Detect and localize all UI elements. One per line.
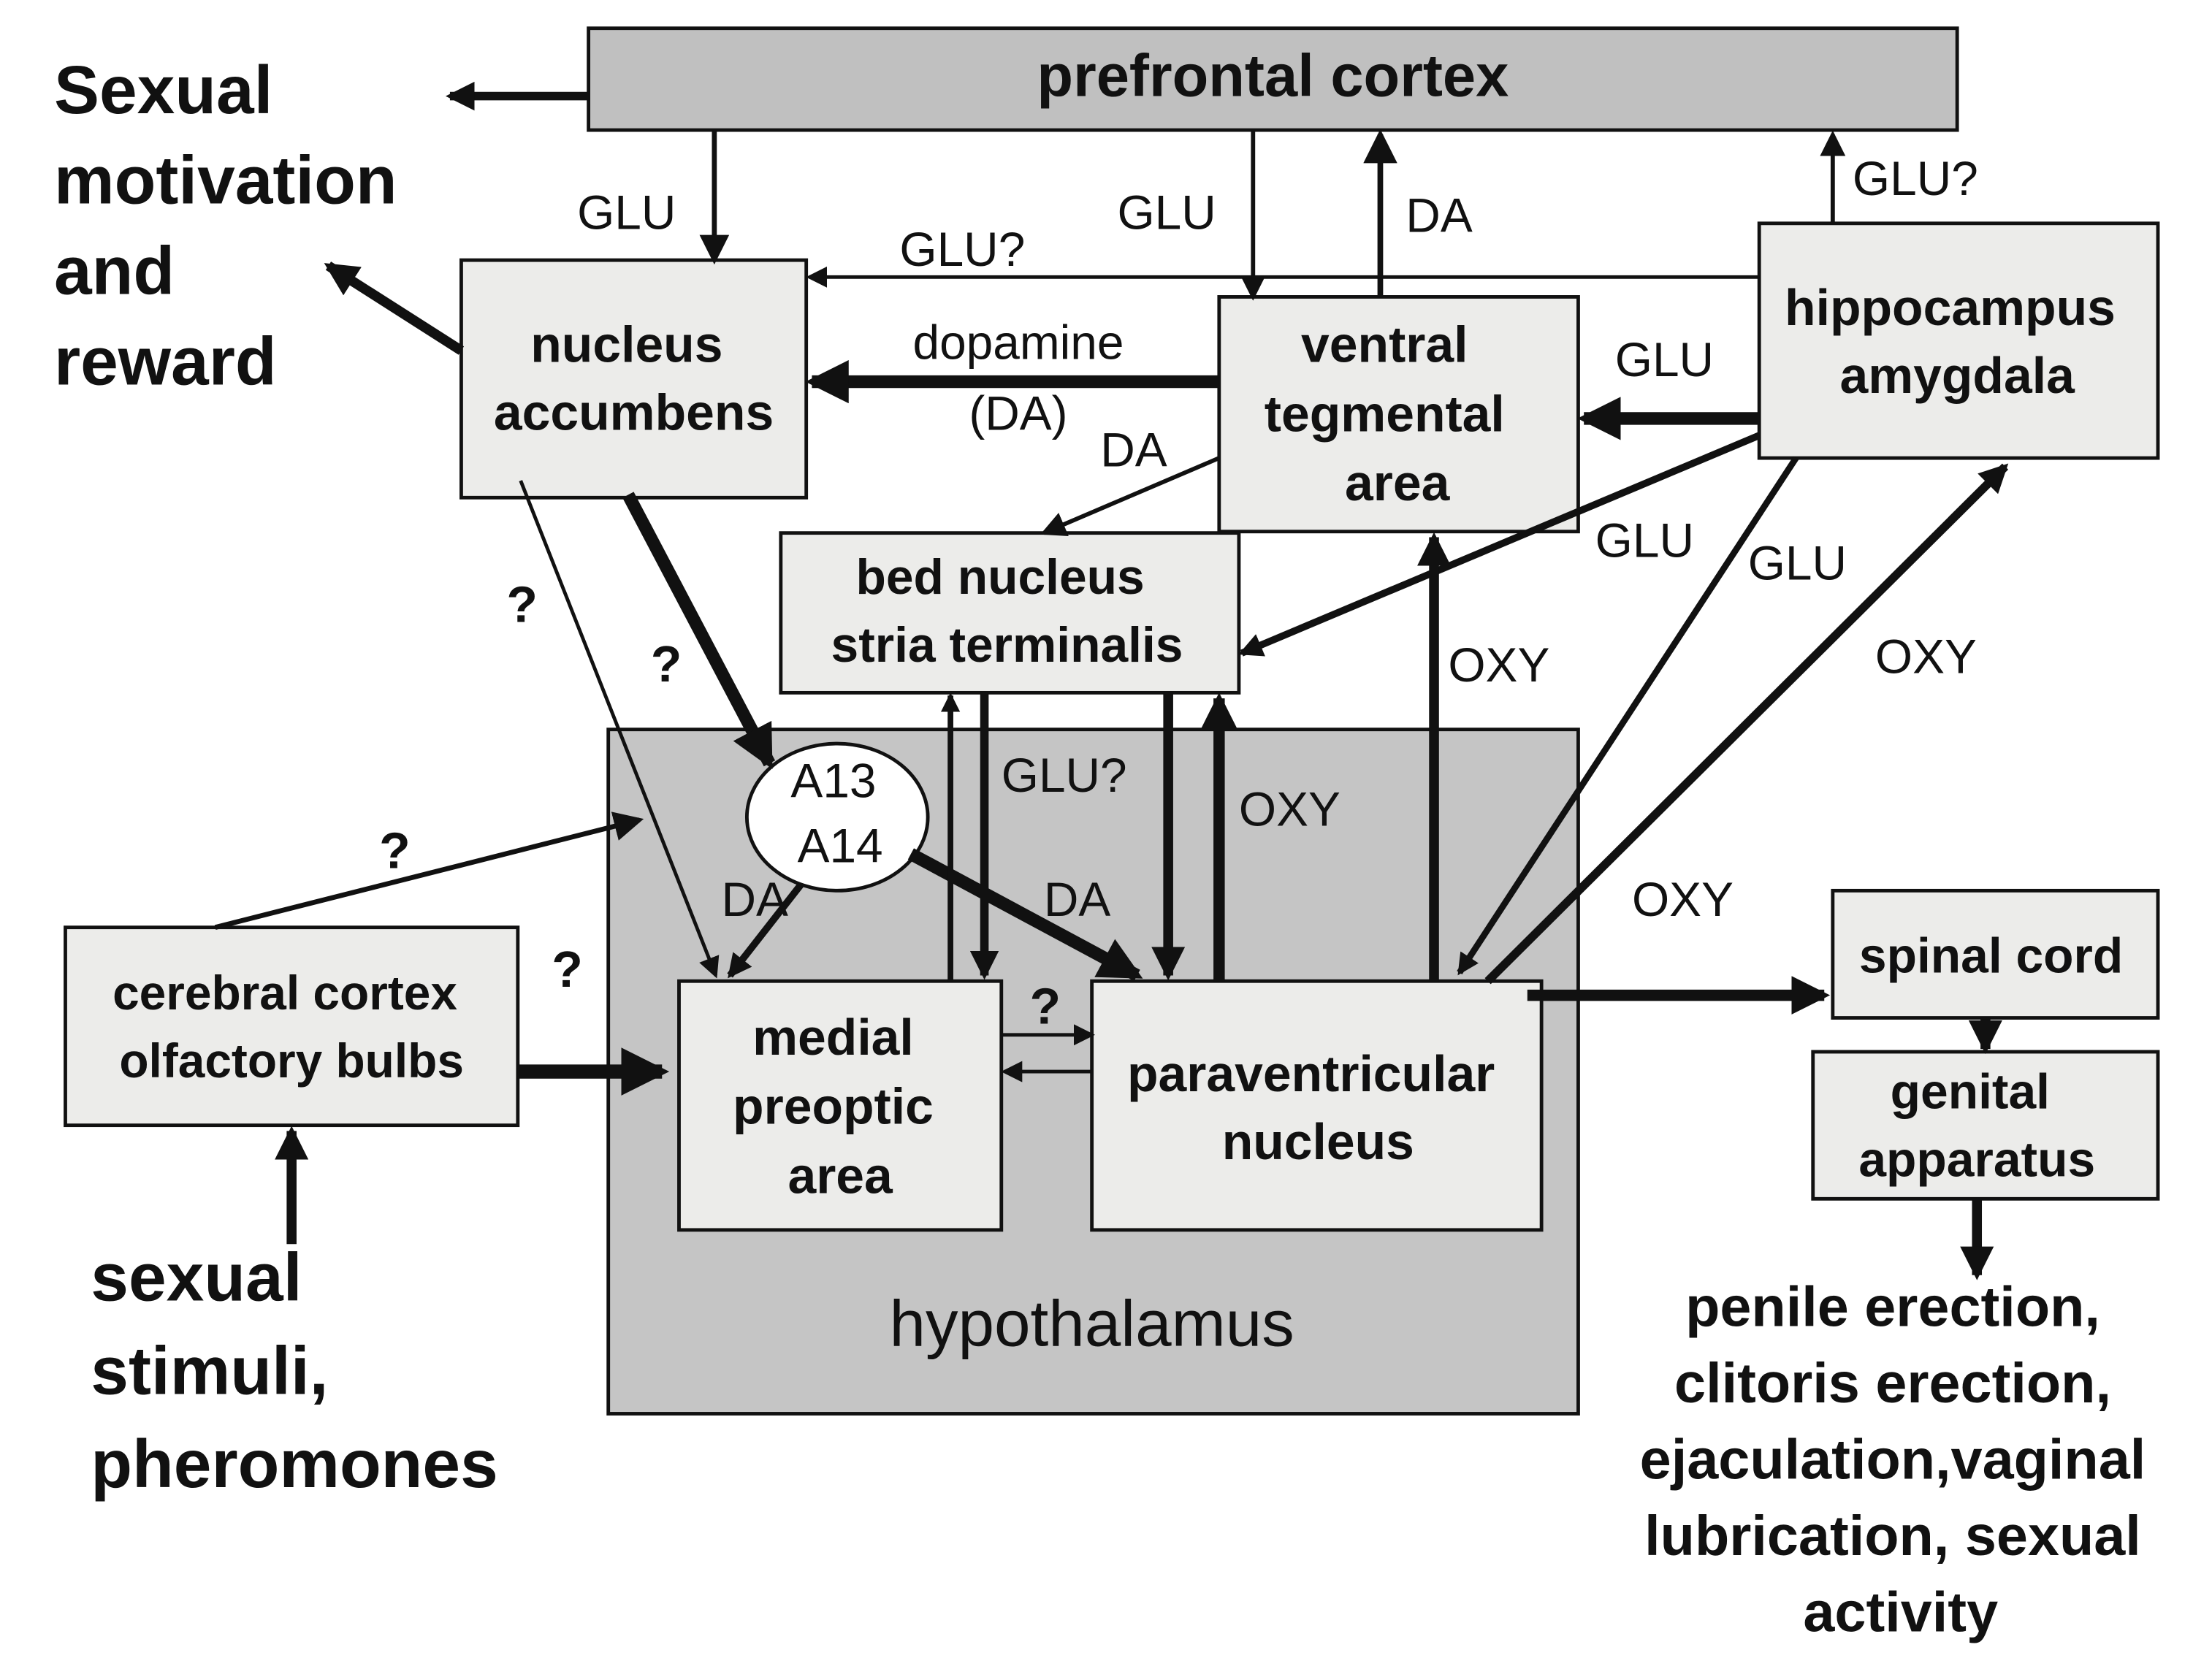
a13-a14-ellipse bbox=[744, 741, 930, 893]
responses-line-3: ejaculation,vaginal bbox=[1640, 1429, 2146, 1492]
apparatus-line: apparatus bbox=[1858, 1132, 2095, 1187]
a14-line: A14 bbox=[798, 819, 883, 873]
bed-nucleus-label: bed nucleus stria terminalis bbox=[831, 550, 1183, 673]
mpoa-line-1: medial bbox=[752, 1009, 914, 1066]
edge-label-pfc-nacc: GLU bbox=[577, 186, 676, 240]
a13-line: A13 bbox=[790, 754, 876, 808]
pvn-label: paraventricular nucleus bbox=[1127, 1045, 1509, 1170]
responses-line-4: lubrication, sexual bbox=[1644, 1505, 2141, 1567]
arrow-nacc-to-mpoa bbox=[519, 480, 720, 979]
vta-line-2: tegmental bbox=[1265, 385, 1505, 442]
edge-label-vta-nacc-1: dopamine bbox=[913, 316, 1124, 370]
sexual-motivation-line-4: reward bbox=[54, 323, 277, 399]
mpoa-line-2: preoptic bbox=[733, 1078, 934, 1135]
edge-label-bnst-pvn: GLU? bbox=[1002, 748, 1127, 802]
bed-nucleus-line-2: stria terminalis bbox=[831, 618, 1183, 673]
mpoa-line-3: area bbox=[787, 1147, 893, 1204]
edge-label-pvn-vta: OXY bbox=[1448, 638, 1549, 692]
edge-label-nacc-a13: ? bbox=[651, 635, 682, 692]
edge-label-ctx-mpoa: ? bbox=[552, 941, 583, 998]
vta-label: ventral tegmental area bbox=[1265, 316, 1519, 511]
responses-line-1: penile erection, bbox=[1685, 1275, 2100, 1338]
edge-label-a13-mpoa: DA bbox=[722, 872, 789, 926]
cerebral-cortex-label: cerebral cortex olfactory bulbs bbox=[112, 966, 470, 1088]
arrow-hip-to-pvn bbox=[1457, 456, 1799, 976]
responses-line-2: clitoris erection, bbox=[1674, 1352, 2111, 1415]
edge-label-pvn-spinal: OXY bbox=[1632, 872, 1734, 926]
genital-line: genital bbox=[1891, 1064, 2050, 1119]
nucleus-accumbens-box bbox=[459, 258, 809, 500]
arrow-nacc-to-sexual-motivation bbox=[324, 261, 465, 355]
mpoa-label: medial preoptic area bbox=[733, 1009, 947, 1204]
edge-label-vta-bnst: DA bbox=[1100, 423, 1167, 477]
sexual-stimuli-label: sexual stimuli, pheromones bbox=[91, 1240, 497, 1502]
arrow-pvn-to-hip bbox=[1484, 463, 2009, 985]
arrow-vta-to-bnst bbox=[1040, 456, 1220, 537]
ventral-tegmental-area-box bbox=[1217, 295, 1580, 534]
edge-label-hip-pfc: GLU? bbox=[1853, 151, 1978, 205]
hypothalamus-label: hypothalamus bbox=[890, 1287, 1294, 1360]
sexual-motivation-line-1: Sexual bbox=[54, 52, 273, 128]
sexual-stimuli-line-2: stimuli, bbox=[91, 1332, 328, 1408]
cerebral-cortex-box bbox=[64, 925, 520, 1128]
spinal-cord-box bbox=[1831, 888, 2160, 1020]
edge-label-pfc-vta: GLU bbox=[1117, 186, 1216, 240]
bed-nucleus-box bbox=[779, 531, 1241, 695]
medial-preoptic-area-box bbox=[677, 979, 1004, 1232]
edge-label-a13-pvn: DA bbox=[1044, 872, 1111, 926]
edge-label-nacc-mpoa: ? bbox=[506, 576, 538, 633]
arrow-ctx-to-a13 bbox=[214, 811, 644, 930]
edge-label-ctx-a13: ? bbox=[379, 822, 411, 879]
edge-label-pvn-bnst: OXY bbox=[1239, 782, 1340, 836]
sexual-stimuli-line-1: sexual bbox=[91, 1240, 302, 1315]
prefrontal-cortex-box bbox=[587, 26, 1959, 132]
arrow-hip-to-bnst bbox=[1238, 432, 1761, 657]
responses-line-5: activity bbox=[1803, 1581, 1998, 1644]
responses-label: penile erection, clitoris erection, ejac… bbox=[1640, 1275, 2162, 1643]
hippocampus-amygdala-label: hippocampus amygdala bbox=[1785, 279, 2129, 404]
genital-apparatus-box bbox=[1811, 1050, 2160, 1201]
olfactory-bulbs-line: olfactory bulbs bbox=[119, 1034, 464, 1088]
vta-line-1: ventral bbox=[1301, 316, 1468, 373]
edge-label-vta-nacc-2: (DA) bbox=[969, 386, 1067, 440]
sexual-motivation-label: Sexual motivation and reward bbox=[54, 52, 416, 400]
prefrontal-cortex-label: prefrontal cortex bbox=[1037, 43, 1509, 110]
edge-label-hip-pvn: GLU bbox=[1748, 536, 1847, 590]
arrow-nacc-to-a13 bbox=[622, 492, 776, 770]
hippocampus-line: hippocampus bbox=[1785, 279, 2116, 336]
sexual-motivation-line-3: and bbox=[54, 233, 175, 309]
nucleus-accumbens-label: nucleus accumbens bbox=[494, 316, 774, 440]
paraventricular-nucleus-box bbox=[1090, 979, 1544, 1232]
hippocampus-amygdala-box bbox=[1757, 221, 2160, 460]
genital-apparatus-label: genital apparatus bbox=[1858, 1064, 2095, 1187]
vta-line-3: area bbox=[1345, 454, 1451, 511]
amygdala-line: amygdala bbox=[1839, 347, 2075, 404]
sexual-motivation-line-2: motivation bbox=[54, 142, 397, 218]
cerebral-cortex-line: cerebral cortex bbox=[112, 966, 457, 1020]
edge-label-pvn-hip: OXY bbox=[1875, 629, 1977, 683]
edge-label-mpoa-pvn: ? bbox=[1029, 977, 1061, 1034]
pvn-line-1: paraventricular bbox=[1127, 1045, 1495, 1102]
edge-label-hip-bnst: GLU bbox=[1595, 513, 1694, 568]
pvn-line-2: nucleus bbox=[1222, 1113, 1414, 1170]
a13-a14-label: A13 A14 bbox=[790, 754, 889, 873]
edge-label-hip-nacc: GLU? bbox=[899, 222, 1025, 276]
spinal-cord-label: spinal cord bbox=[1859, 929, 2123, 984]
nucleus-accumbens-line-1: nucleus bbox=[530, 316, 722, 373]
arrow-a13-to-mpoa bbox=[727, 882, 804, 979]
edge-label-hip-vta: GLU bbox=[1615, 332, 1714, 386]
sexual-stimuli-line-3: pheromones bbox=[91, 1426, 497, 1502]
bed-nucleus-line-1: bed nucleus bbox=[856, 550, 1145, 605]
nucleus-accumbens-line-2: accumbens bbox=[494, 383, 774, 440]
edge-label-vta-pfc: DA bbox=[1406, 188, 1473, 242]
